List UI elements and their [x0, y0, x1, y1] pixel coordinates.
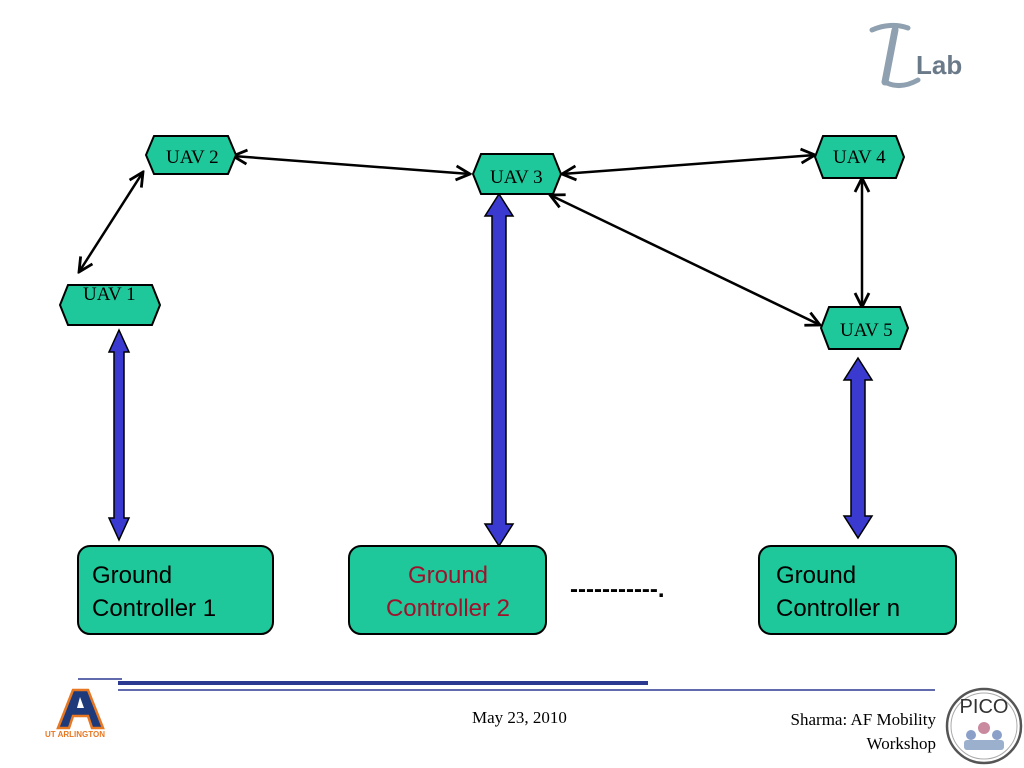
- ut-arlington-logo-text: UT ARLINGTON: [45, 730, 105, 739]
- pico-logo: PICO: [945, 687, 1023, 765]
- link-uav3-uav5: [550, 195, 820, 325]
- footer-rule: [78, 678, 935, 691]
- uav-node-4-label: UAV 4: [833, 147, 886, 168]
- ground-controller-n: Ground Controller n: [758, 545, 957, 635]
- link-uav1-uav2: [79, 172, 143, 272]
- ilab-logo: Lab: [869, 22, 962, 88]
- link-uav5-gcn: [842, 356, 874, 540]
- controllers-ellipsis: -----------.: [570, 576, 665, 603]
- link-uav1-gc1: [107, 328, 131, 542]
- uav-node-5: UAV 5: [819, 306, 910, 350]
- uav-node-3-label: UAV 3: [490, 167, 543, 188]
- link-uav3-gc2: [483, 192, 515, 548]
- footer-credit: Sharma: AF Mobility Workshop: [791, 708, 936, 756]
- footer-date: May 23, 2010: [472, 708, 567, 727]
- ground-controller-2-line1: Ground: [408, 562, 488, 589]
- ut-arlington-logo: UT ARLINGTON: [45, 688, 105, 739]
- ground-controller-1: Ground Controller 1: [77, 545, 274, 635]
- uav-node-4: UAV 4: [813, 135, 906, 179]
- ground-controller-1-line2: Controller 1: [92, 595, 216, 622]
- ground-controller-2-line2: Controller 2: [386, 595, 510, 622]
- ground-controller-n-line2: Controller n: [776, 595, 900, 622]
- link-uav3-uav4: [562, 155, 815, 174]
- uav-node-2: UAV 2: [144, 135, 238, 175]
- uav-node-2-label: UAV 2: [166, 147, 219, 168]
- ground-controller-n-line1: Ground: [776, 562, 856, 589]
- ilab-logo-text: Lab: [916, 50, 962, 80]
- uav-node-5-label: UAV 5: [840, 320, 893, 341]
- ground-controller-1-line1: Ground: [92, 562, 172, 589]
- uav-node-3: UAV 3: [471, 153, 563, 195]
- pico-logo-text: PICO: [960, 696, 1009, 718]
- footer-credit-line1: Sharma: AF Mobility: [790, 710, 936, 729]
- uav-node-1-label: UAV 1: [83, 284, 136, 305]
- uav-node-1: UAV 1: [58, 284, 162, 326]
- footer-credit-line2: Workshop: [866, 734, 936, 753]
- link-uav2-uav3: [233, 156, 470, 174]
- ground-controller-2: Ground Controller 2: [348, 545, 547, 635]
